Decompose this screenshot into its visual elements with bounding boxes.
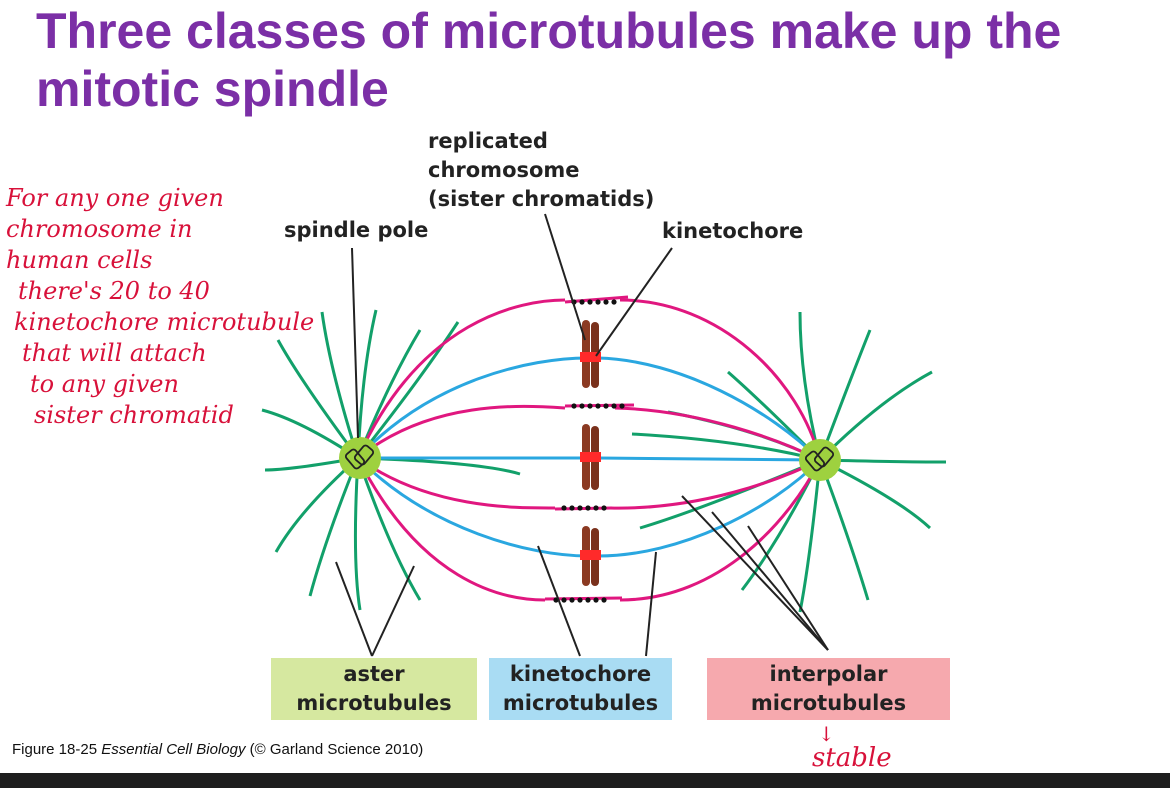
spindle-pole-left (339, 437, 381, 479)
label-pointer-lines (335, 213, 829, 657)
interpolar-microtubules-box: interpolar microtubules (707, 658, 950, 720)
caption-book-title: Essential Cell Biology (101, 741, 246, 758)
slide-title: Three classes of microtubules make up th… (36, 3, 1062, 117)
aster-microtubules-label: aster microtubules (296, 662, 452, 715)
note-line-5: kinetochore microtubule (14, 308, 315, 336)
interpolar-microtubules-label: interpolar microtubules (750, 662, 907, 715)
kinetochore-microtubules (356, 356, 822, 558)
stable-text: stable (812, 743, 892, 773)
replicated-chromosome-label: replicated chromosome (sister chromatids… (428, 129, 655, 211)
kinetochore-microtubules-box: kinetochore microtubules (489, 658, 672, 720)
note-line-8: sister chromatid (34, 401, 234, 429)
chromosome-3 (580, 526, 601, 586)
handwritten-note: For any one given chromosome in human ce… (6, 183, 314, 431)
kinetochore-label: kinetochore (662, 219, 804, 243)
caption-prefix: Figure 18-25 (12, 741, 102, 758)
aster-microtubules-right (631, 311, 947, 613)
note-line-4: there's 20 to 40 (18, 277, 210, 305)
note-line-1: For any one given (6, 184, 224, 212)
spindle-pole-label: spindle pole (284, 218, 429, 242)
chromosome-2 (580, 424, 601, 490)
caption-suffix: (© Garland Science 2010) (245, 741, 424, 758)
stable-arrow-icon: ↓ (818, 722, 835, 746)
handwritten-stable-note: ↓ stable (812, 722, 892, 773)
figure-caption: Figure 18-25 Essential Cell Biology (© G… (12, 741, 423, 758)
note-line-7: to any given (30, 370, 179, 398)
spindle-pole-right (799, 439, 841, 481)
replicated-chromosomes (580, 320, 601, 586)
bottom-bar (0, 773, 1170, 788)
kinetochore-microtubules-label: kinetochore microtubules (502, 662, 659, 715)
note-line-3: human cells (6, 246, 153, 274)
note-line-6: that will attach (22, 339, 207, 367)
aster-microtubules-box: aster microtubules (271, 658, 477, 720)
note-line-2: chromosome in (6, 215, 193, 243)
